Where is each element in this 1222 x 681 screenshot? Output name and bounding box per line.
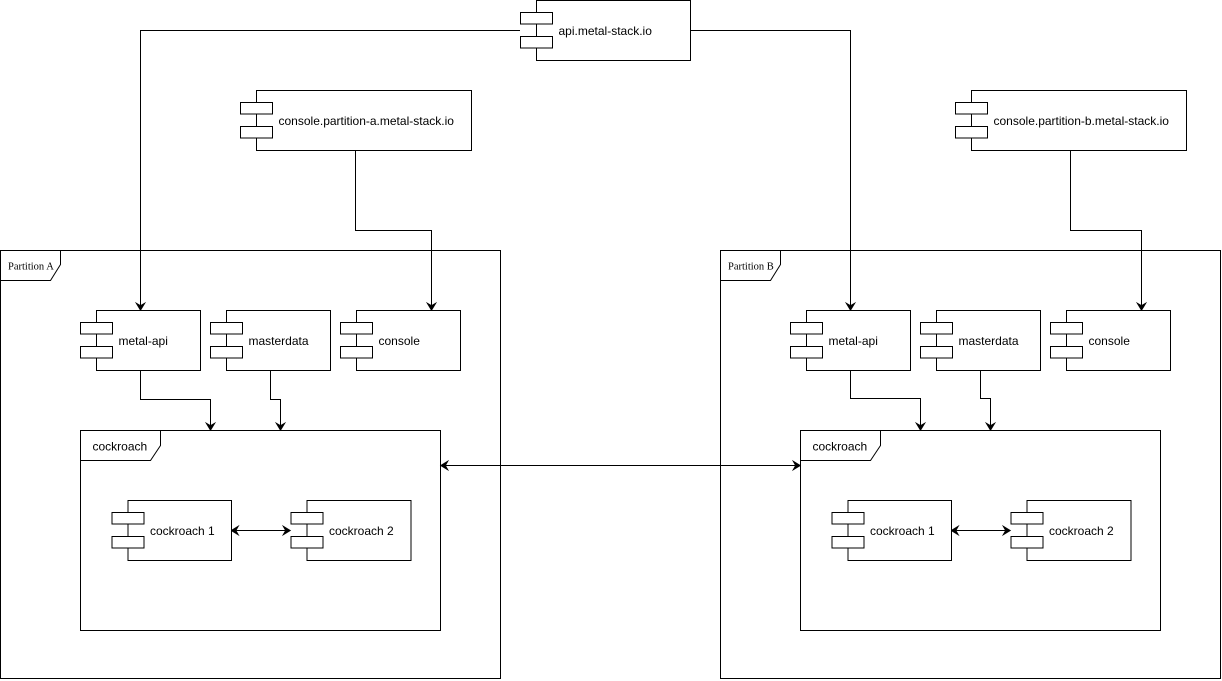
svg-text:cockroach 2: cockroach 2 [329, 524, 394, 538]
svg-text:metal-api: metal-api [119, 334, 168, 348]
svg-text:console.partition-b.metal-stac: console.partition-b.metal-stack.io [994, 114, 1170, 128]
svg-text:cockroach 2: cockroach 2 [1049, 524, 1114, 538]
svg-text:console: console [1089, 334, 1131, 348]
svg-text:console.partition-a.metal-stac: console.partition-a.metal-stack.io [279, 114, 455, 128]
svg-text:Partition B: Partition B [728, 262, 774, 273]
svg-text:cockroach 1: cockroach 1 [150, 524, 215, 538]
svg-text:cockroach 1: cockroach 1 [870, 524, 935, 538]
svg-text:cockroach: cockroach [813, 440, 868, 454]
svg-text:metal-api: metal-api [829, 334, 878, 348]
svg-text:masterdata: masterdata [249, 334, 309, 348]
svg-text:cockroach: cockroach [93, 440, 148, 454]
svg-text:Partition A: Partition A [8, 262, 54, 273]
svg-text:api.metal-stack.io: api.metal-stack.io [559, 24, 653, 38]
svg-text:masterdata: masterdata [959, 334, 1019, 348]
svg-text:console: console [379, 334, 421, 348]
